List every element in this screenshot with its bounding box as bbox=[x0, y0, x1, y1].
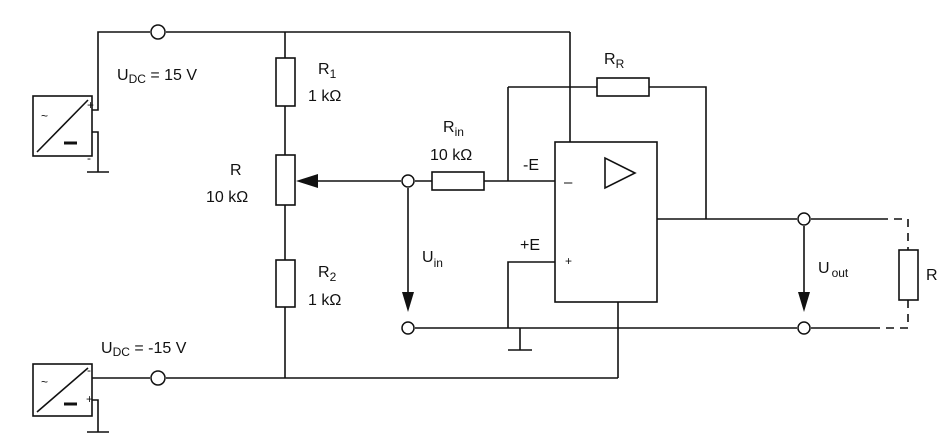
terminal-output-ground bbox=[797, 321, 811, 335]
label-r2-symbol: R2 bbox=[318, 264, 337, 284]
terminal-top-supply bbox=[150, 24, 166, 40]
uout-arrowhead bbox=[798, 292, 810, 312]
op-amp-pos-supply-label: +E bbox=[520, 237, 540, 254]
resistor-rr bbox=[596, 77, 650, 97]
label-r2-value: 1 kΩ bbox=[308, 292, 341, 309]
label-rin-value: 10 kΩ bbox=[430, 147, 472, 164]
terminal-output bbox=[797, 212, 811, 226]
label-r-symbol: R bbox=[230, 162, 242, 179]
wires bbox=[92, 31, 909, 379]
label-uin: Uin bbox=[422, 249, 443, 270]
resistor-r2 bbox=[275, 259, 296, 308]
op-amp-body bbox=[554, 141, 658, 303]
label-load-r: R bbox=[926, 267, 938, 284]
label-rin-symbol: Rin bbox=[443, 119, 464, 139]
label-r1-symbol: R1 bbox=[318, 61, 337, 81]
label-udc-bottom: UDC = -15 V bbox=[101, 340, 187, 359]
wire-noninv bbox=[507, 261, 555, 328]
wire-load-top bbox=[880, 218, 909, 250]
power-supply-bottom-plus: + bbox=[86, 392, 93, 406]
ground-symbols bbox=[87, 131, 532, 433]
power-supply-bottom-minus: - bbox=[87, 363, 91, 377]
op-amp-inverting-sign: – bbox=[564, 174, 573, 191]
op-amp: – + -E +E bbox=[520, 141, 658, 303]
op-amp-triangle-icon bbox=[604, 156, 637, 190]
terminal-input-ground bbox=[401, 321, 415, 335]
power-supply-top-diagonal bbox=[36, 99, 89, 153]
resistor-rin bbox=[431, 171, 485, 191]
terminal-bottom-supply bbox=[150, 370, 166, 386]
power-supply-top: ~ + - bbox=[32, 95, 94, 165]
op-amp-neg-supply-label: -E bbox=[523, 157, 539, 174]
terminal-input bbox=[401, 174, 415, 188]
power-supply-bottom: ~ - + bbox=[32, 363, 93, 417]
wiper-arrow bbox=[296, 174, 318, 188]
resistor-load bbox=[898, 249, 919, 301]
power-supply-top-ac-symbol: ~ bbox=[41, 109, 48, 123]
power-supply-bottom-diagonal bbox=[36, 367, 89, 413]
voltage-arrow-uout bbox=[798, 226, 810, 312]
resistor-r1 bbox=[275, 57, 296, 107]
label-r1-value: 1 kΩ bbox=[308, 88, 341, 105]
wire-load-bottom bbox=[880, 300, 909, 329]
power-supply-top-minus: - bbox=[87, 151, 91, 165]
label-rr-symbol: RR bbox=[604, 51, 625, 71]
op-amp-noninverting-sign: + bbox=[565, 254, 572, 268]
potentiometer-r bbox=[275, 154, 296, 206]
power-supply-bottom-ac-symbol: ~ bbox=[41, 375, 48, 389]
wire-feedback-right bbox=[649, 86, 707, 219]
label-udc-top: UDC = 15 V bbox=[117, 67, 197, 86]
wire-top-supply bbox=[92, 31, 150, 111]
uin-arrowhead bbox=[402, 292, 414, 312]
ground-symbol-bottom-supply bbox=[92, 399, 99, 432]
label-r-value: 10 kΩ bbox=[206, 189, 248, 206]
ground-symbol-top-supply bbox=[92, 131, 99, 172]
voltage-arrow-uin bbox=[402, 188, 414, 312]
power-supply-top-plus: + bbox=[87, 98, 94, 112]
